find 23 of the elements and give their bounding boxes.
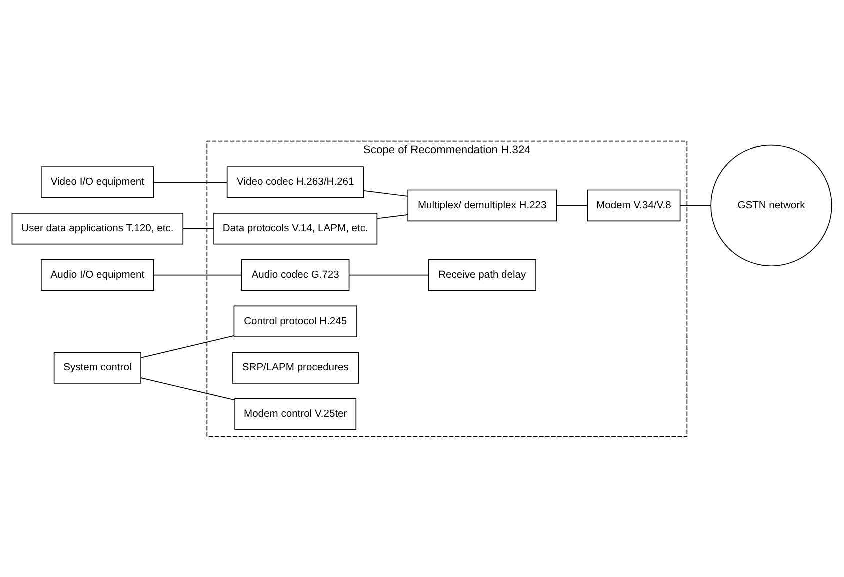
connector bbox=[680, 204, 712, 206]
connector bbox=[182, 228, 214, 229]
node-box: Audio I/O equipment bbox=[41, 258, 154, 291]
node-box: Multiplex/ demultiplex H.223 bbox=[408, 189, 558, 222]
node-box: Audio codec G.723 bbox=[242, 258, 350, 291]
node-box: SRP/LAPM procedures bbox=[232, 352, 360, 384]
connector bbox=[140, 377, 236, 400]
node-box: User data applications T.120, etc. bbox=[12, 212, 184, 244]
node-box: Modem control V.25ter bbox=[234, 398, 357, 430]
connector bbox=[376, 214, 408, 219]
connector bbox=[140, 335, 234, 358]
node-circle: GSTN network bbox=[710, 144, 832, 266]
node-box: Video codec H.263/H.261 bbox=[226, 166, 364, 198]
node-box: Modem V.34/V.8 bbox=[587, 189, 681, 222]
connector bbox=[556, 204, 588, 206]
connector bbox=[154, 274, 242, 276]
node-box: Data protocols V.14, LAPM, etc. bbox=[214, 212, 378, 244]
node-box: Receive path delay bbox=[428, 258, 536, 291]
node-box: Video I/O equipment bbox=[41, 166, 154, 198]
connector bbox=[349, 274, 429, 276]
connector bbox=[364, 190, 408, 196]
node-box: System control bbox=[54, 352, 142, 384]
node-box: Control protocol H.245 bbox=[234, 305, 358, 338]
